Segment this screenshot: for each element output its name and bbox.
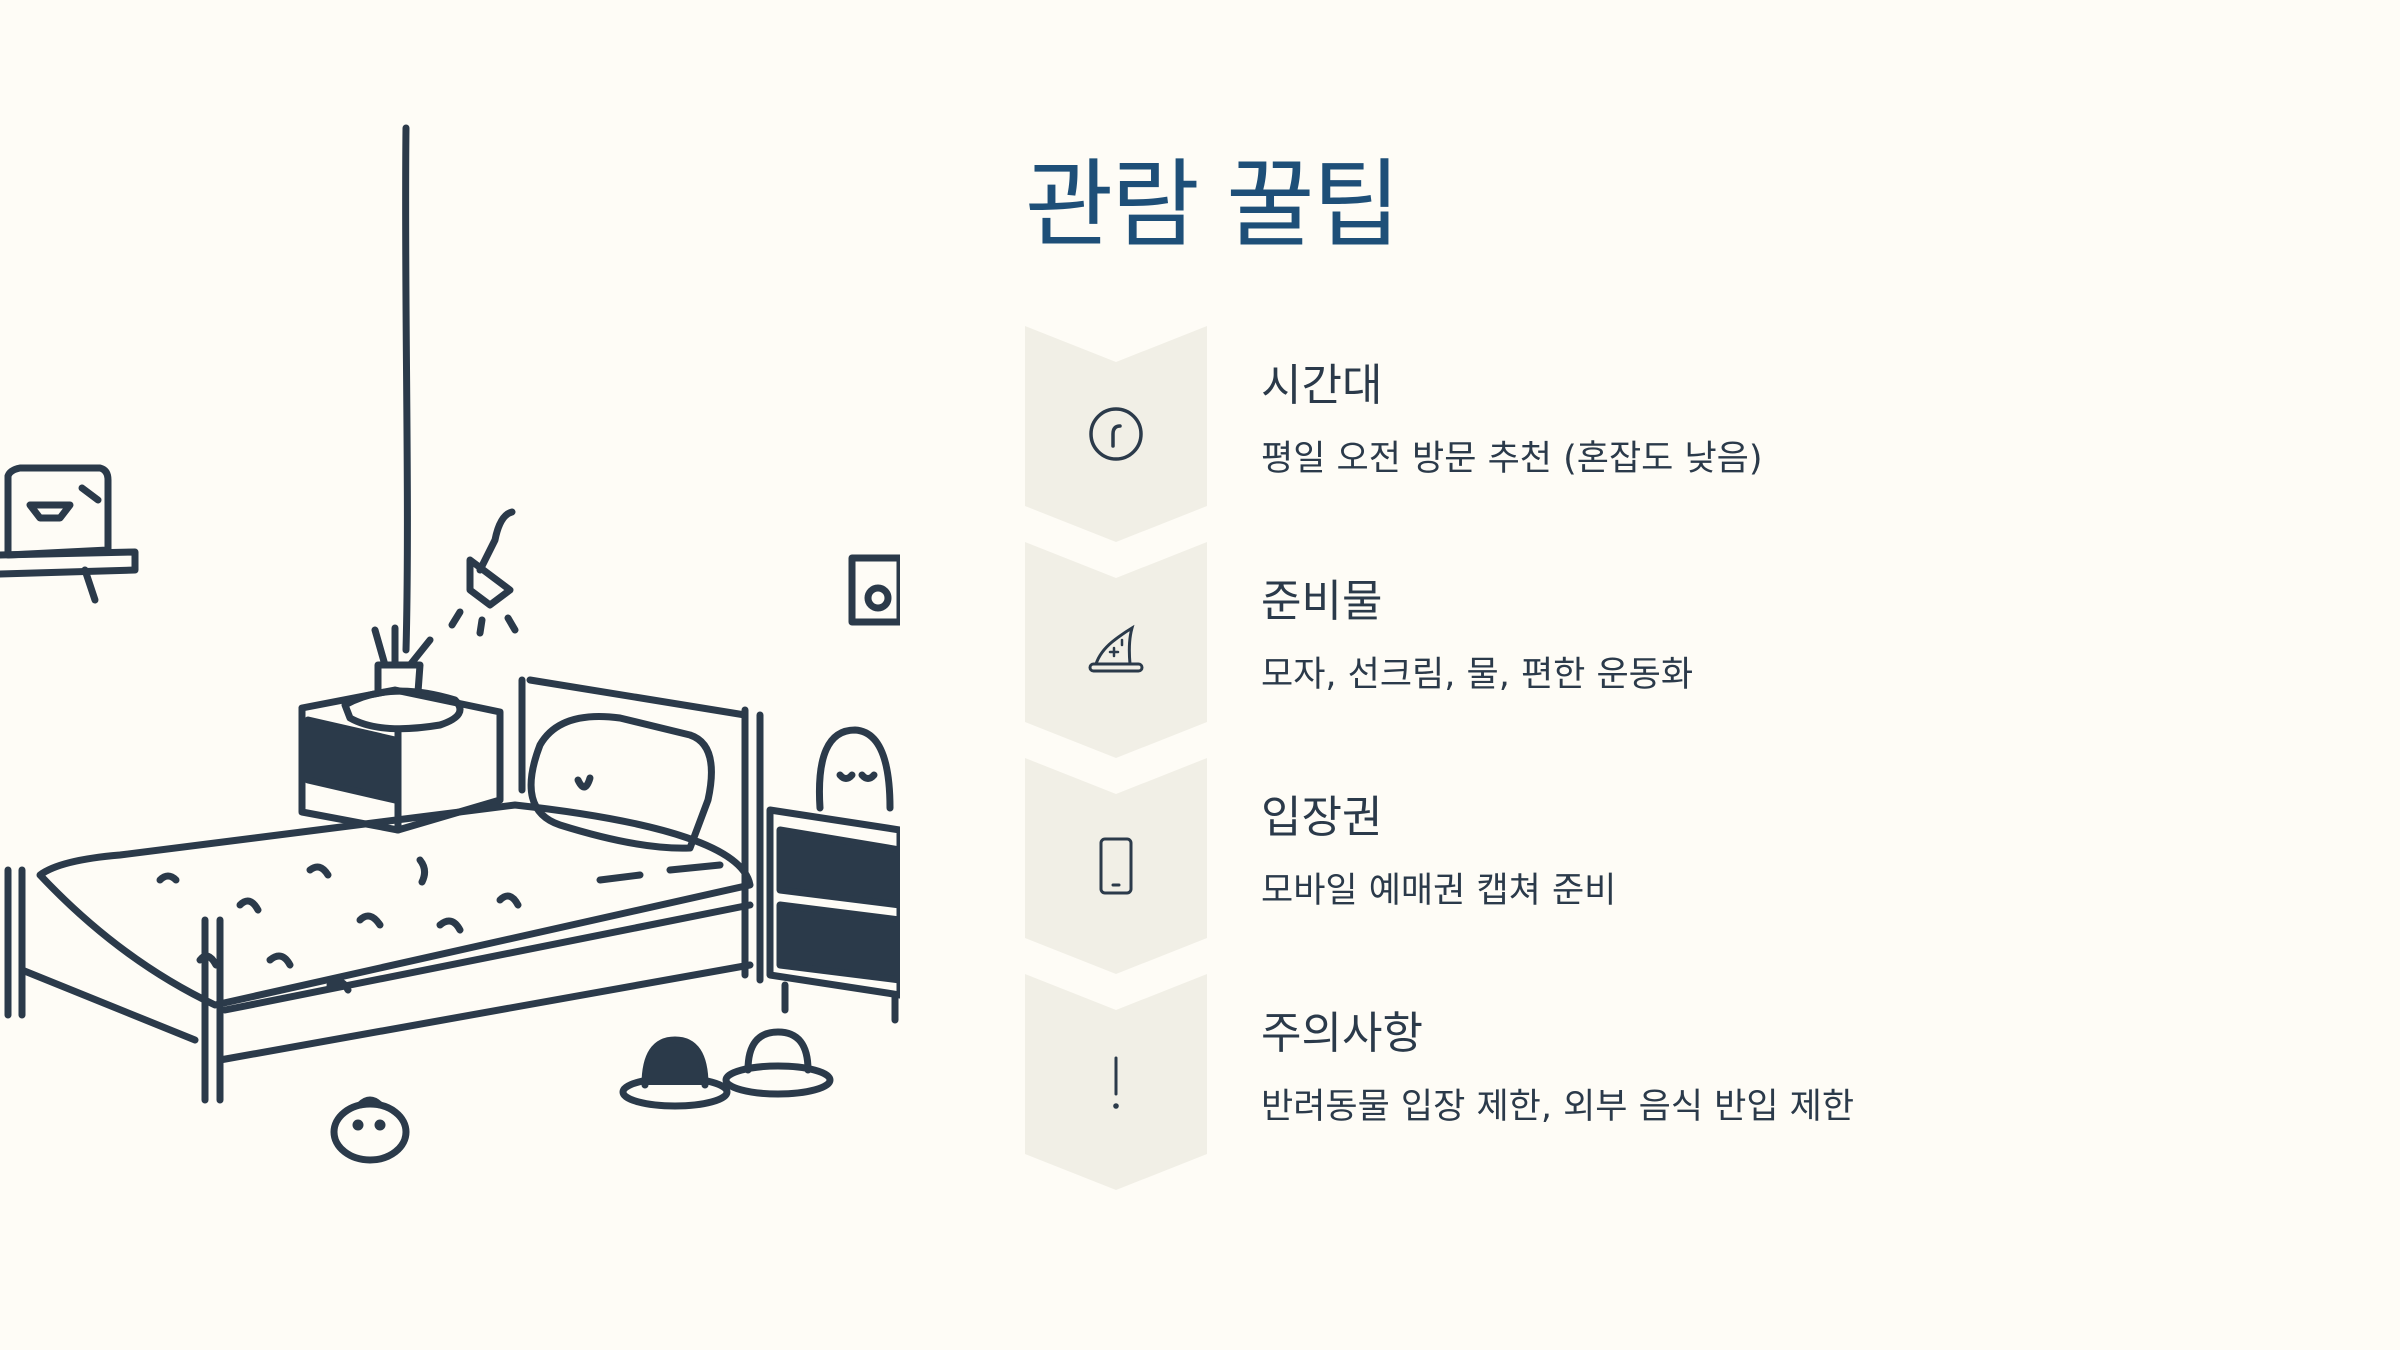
phone-icon	[1099, 837, 1133, 895]
tip-item: 주의사항 반려동물 입장 제한, 외부 음식 반입 제한	[1025, 974, 2325, 1190]
frame-icon	[848, 554, 900, 626]
tip-title: 준비물	[1261, 576, 1383, 627]
tip-description: 모바일 예매권 캡쳐 준비	[1261, 871, 1617, 911]
tips-list: 시간대 평일 오전 방문 추천 (혼잡도 낮음) 준비물 모자, 선크림, 물,…	[1025, 326, 2325, 1190]
tip-item: 입장권 모바일 예매권 캡쳐 준비	[1025, 758, 2325, 974]
tip-title: 주의사항	[1261, 1008, 1423, 1059]
wall-lamp-icon	[448, 508, 519, 637]
hat-icon	[1088, 624, 1144, 673]
chevron-marker	[1025, 542, 1207, 758]
tip-description: 평일 오전 방문 추천 (혼잡도 낮음)	[1261, 439, 1763, 479]
clock-icon	[1089, 407, 1143, 461]
chevron-marker	[1025, 758, 1207, 974]
bedroom-illustration	[0, 124, 900, 1164]
tip-description: 반려동물 입장 제한, 외부 음식 반입 제한	[1261, 1087, 1855, 1127]
chevron-marker	[1025, 326, 1207, 542]
bed-icon	[4, 676, 764, 1104]
wall-shelf-icon	[0, 464, 139, 604]
page-title: 관람 꿀팁	[1025, 149, 1401, 261]
tip-item: 시간대 평일 오전 방문 추천 (혼잡도 낮음)	[1025, 326, 2325, 542]
tip-item: 준비물 모자, 선크림, 물, 편한 운동화	[1025, 542, 2325, 758]
hats-icon	[619, 1028, 834, 1110]
tip-title: 입장권	[1261, 792, 1383, 843]
tip-title: 시간대	[1261, 360, 1383, 411]
tip-description: 모자, 선크림, 물, 편한 운동화	[1261, 655, 1694, 695]
exclamation-icon	[1113, 1056, 1119, 1109]
